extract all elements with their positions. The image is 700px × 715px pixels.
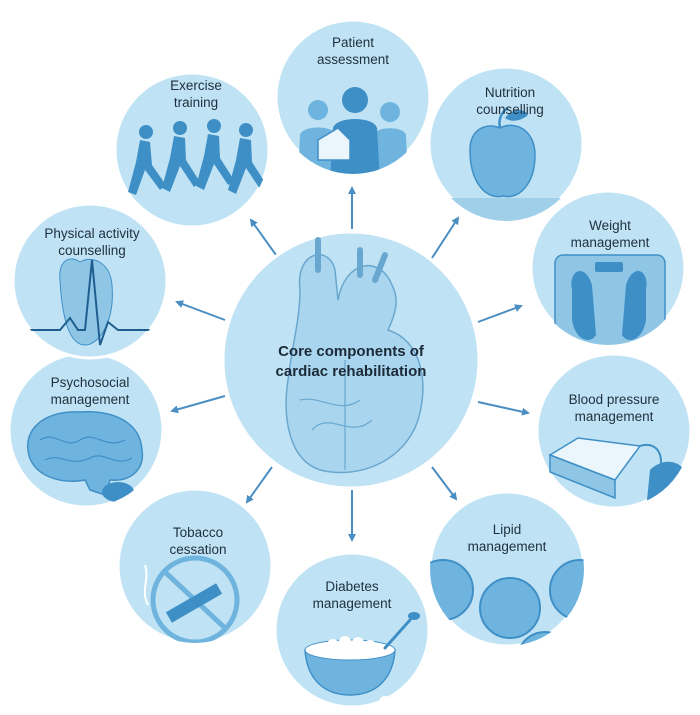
center-node: Core components of cardiac rehabilitatio…: [221, 230, 481, 490]
node-exercise-training: Exercise training: [113, 71, 271, 229]
lipid-droplets-icon: [430, 559, 584, 646]
label-patient-assessment-line1: Patient: [332, 35, 374, 50]
label-physical-activity-counselling-line2: counselling: [58, 243, 126, 258]
arrow-to-nutrition-counselling: [431, 216, 460, 259]
node-lipid-management: Lipid management: [428, 490, 586, 648]
arrow-to-physical-activity-counselling: [175, 300, 226, 321]
node-weight-management: Weight management: [529, 189, 687, 347]
center-title-line2: cardiac rehabilitation: [276, 363, 427, 380]
center-title-line1: Core components of: [278, 343, 425, 360]
label-lipid-management-line2: management: [468, 539, 547, 554]
label-patient-assessment-line2: assessment: [317, 52, 389, 67]
arrow-to-tobacco-cessation: [245, 466, 273, 504]
label-weight-management-line1: Weight: [589, 218, 631, 233]
label-exercise-training-line1: Exercise: [170, 78, 222, 93]
node-psychosocial-management: Psychosocial management: [7, 351, 165, 509]
arrow-to-exercise-training: [249, 218, 277, 256]
arrow-to-blood-pressure-management: [477, 401, 530, 416]
node-physical-activity-counselling: Physical activity counselling: [11, 202, 169, 360]
label-psychosocial-management-line2: management: [51, 392, 130, 407]
label-blood-pressure-management-line2: management: [575, 409, 654, 424]
node-tobacco-cessation: Tobacco cessation: [116, 487, 274, 645]
runners-icon: [128, 119, 266, 195]
label-physical-activity-counselling-line1: Physical activity: [44, 226, 140, 241]
label-lipid-management-line1: Lipid: [493, 522, 522, 537]
label-diabetes-management-line1: Diabetes: [325, 579, 379, 594]
label-diabetes-management-line2: management: [313, 596, 392, 611]
label-tobacco-cessation-line2: cessation: [169, 542, 226, 557]
label-tobacco-cessation-line1: Tobacco: [173, 525, 223, 540]
label-nutrition-counselling-line2: counselling: [476, 102, 544, 117]
label-psychosocial-management-line1: Psychosocial: [51, 375, 130, 390]
people-icon: [298, 87, 408, 174]
ecg-icon: [15, 258, 160, 346]
label-weight-management-line2: management: [571, 235, 650, 250]
label-blood-pressure-management-line1: Blood pressure: [569, 392, 660, 407]
arrows: [170, 186, 530, 542]
node-diabetes-management: Diabetes management: [273, 551, 431, 709]
no-smoking-icon: [143, 555, 240, 643]
arrow-to-lipid-management: [431, 466, 458, 501]
label-nutrition-counselling-line1: Nutrition: [485, 85, 535, 100]
arrow-to-weight-management: [477, 304, 523, 323]
label-exercise-training-line2: training: [174, 95, 218, 110]
arrow-to-psychosocial-management: [170, 395, 226, 414]
node-patient-assessment: Patient assessment: [274, 18, 432, 176]
heart-icon: [285, 237, 424, 474]
scale-icon: [554, 254, 666, 345]
